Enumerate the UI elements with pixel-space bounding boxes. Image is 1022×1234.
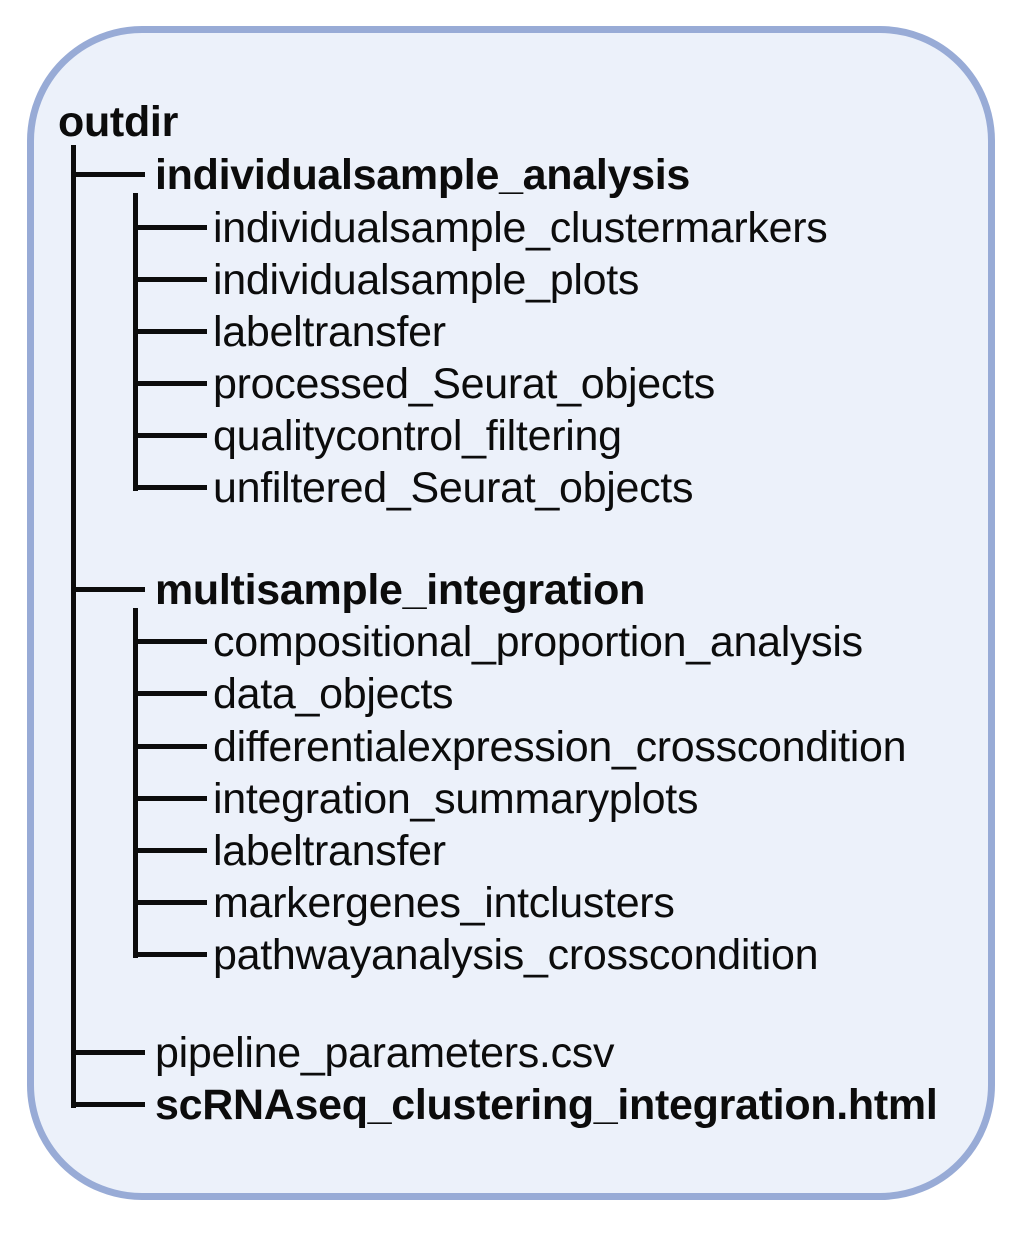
tree-branch-line [71, 1102, 145, 1107]
tree-item-label: individualsample_plots [213, 256, 640, 304]
tree-branch-line [133, 381, 207, 386]
tree-item-label: compositional_proportion_analysis [213, 618, 863, 666]
tree-item-label: pathwayanalysis_crosscondition [213, 931, 819, 979]
tree-branch-line [133, 952, 207, 957]
tree-item-label: scRNAseq_clustering_integration.html [155, 1081, 938, 1129]
tree-item-label: qualitycontrol_filtering [213, 412, 622, 460]
tree-branch-line [133, 433, 207, 438]
tree-item-label: labeltransfer [213, 308, 446, 356]
tree-branch-line [71, 172, 145, 177]
tree-trunk-line [133, 608, 138, 958]
tree-branch-line [133, 225, 207, 230]
tree-branch-line [133, 277, 207, 282]
tree-item-label: data_objects [213, 670, 454, 718]
tree-branch-line [133, 485, 207, 490]
tree-branch-line [133, 796, 207, 801]
tree-trunk-line [133, 193, 138, 491]
tree-item-label: processed_Seurat_objects [213, 360, 715, 408]
tree-item-label: labeltransfer [213, 827, 446, 875]
tree-item-label: individualsample_analysis [155, 151, 691, 199]
tree-branch-line [133, 848, 207, 853]
tree-branch-line [133, 744, 207, 749]
tree-branch-line [133, 691, 207, 696]
tree-branch-line [71, 1050, 145, 1055]
tree-branch-line [133, 639, 207, 644]
tree-trunk-line [71, 145, 76, 1108]
tree-item-label: differentialexpression_crosscondition [213, 723, 907, 771]
tree-item-label: unfiltered_Seurat_objects [213, 464, 694, 512]
tree-root-label: outdir [58, 98, 178, 146]
tree-item-label: individualsample_clustermarkers [213, 204, 828, 252]
tree-branch-line [133, 900, 207, 905]
tree-item-label: pipeline_parameters.csv [155, 1029, 615, 1077]
tree-branch-line [71, 587, 145, 592]
tree-item-label: multisample_integration [155, 566, 646, 614]
tree-branch-line [133, 329, 207, 334]
outdir-panel [27, 26, 995, 1200]
tree-item-label: markergenes_intclusters [213, 879, 675, 927]
tree-item-label: integration_summaryplots [213, 775, 699, 823]
